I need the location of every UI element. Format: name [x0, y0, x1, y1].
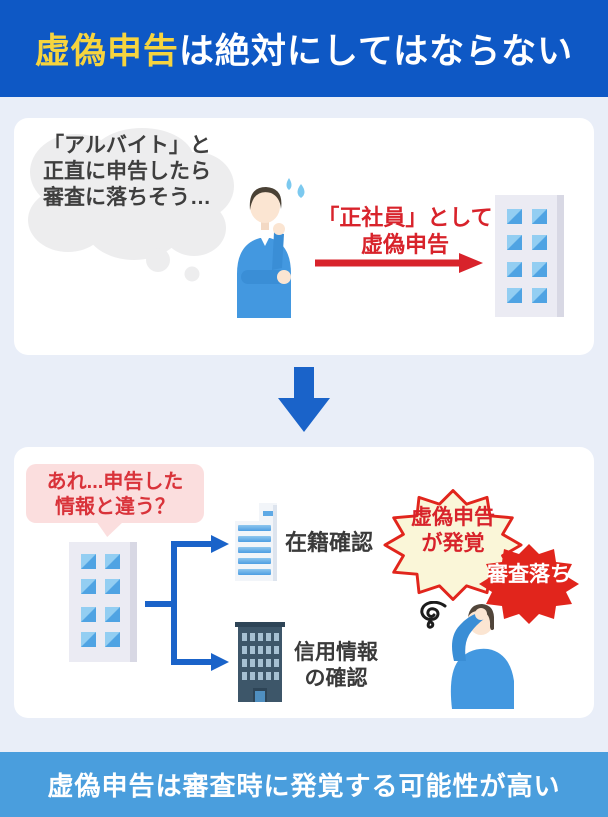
- employment-check-label: 在籍確認: [285, 530, 374, 555]
- thought-line: 「アルバイト」と: [43, 134, 211, 157]
- thought-text: 「アルバイト」と 正直に申告したら 審査に落ちそう…: [32, 133, 222, 211]
- burst-discovered-line: 虚偽申告: [411, 506, 495, 529]
- page-title-highlight: 虚偽申告: [34, 32, 179, 71]
- false-claim-line: 「正社員」として: [317, 205, 493, 230]
- burst-discovered-line: が発覚: [421, 532, 485, 555]
- down-arrow-icon: [278, 367, 330, 432]
- sweat-drops-icon: [286, 178, 305, 198]
- scene-discovery: あれ...申告した 情報と違う？: [14, 447, 594, 718]
- speech-bubble-tail: [96, 521, 124, 537]
- burst-rejected-icon: [479, 544, 579, 624]
- lender-speech-bubble: [26, 464, 204, 523]
- lender-speech-line: 情報と違う？: [55, 496, 175, 518]
- thinking-person-icon: [237, 187, 291, 318]
- document-icon: [235, 503, 277, 581]
- false-claim-text: 「正社員」として 虚偽申告: [310, 204, 500, 258]
- page-title: 虚偽申告は絶対にしてはならない: [35, 23, 573, 74]
- thought-line: 審査に落ちそう…: [43, 186, 211, 209]
- branch-arrows-icon: [145, 535, 229, 671]
- lender-speech-line: あれ...申告した: [46, 471, 184, 493]
- scene-false-declaration: 「アルバイト」と 正直に申告したら 審査に落ちそう… 「正社員」として 虚偽申告: [14, 118, 594, 355]
- page-title-rest: は絶対にしてはならない: [178, 32, 574, 71]
- dark-building-icon: [235, 622, 285, 702]
- lender-speech-text: あれ...申告した 情報と違う？: [26, 470, 204, 520]
- credit-check-line: 信用情報: [294, 641, 378, 664]
- office-building-icon: [495, 195, 564, 317]
- false-claim-line: 虚偽申告: [360, 232, 449, 257]
- worried-person-icon: [450, 604, 514, 709]
- burst-rejected-text: 審査落ち: [487, 563, 571, 586]
- office-building-icon: [69, 542, 137, 662]
- confusion-squiggle-icon: [420, 601, 447, 629]
- thought-cloud-icon: [28, 128, 234, 282]
- false-claim-arrow-icon: [315, 253, 483, 273]
- burst-discovered-icon: [383, 489, 523, 601]
- header-band: 虚偽申告は絶対にしてはならない: [0, 0, 608, 97]
- credit-check-label: 信用情報 の確認: [276, 640, 396, 692]
- burst-discovered-text: 虚偽申告 が発覚: [383, 505, 523, 557]
- footer-text: 虚偽申告は審査時に発覚する可能性が高い: [47, 771, 561, 801]
- credit-check-line: の確認: [304, 667, 368, 690]
- thought-line: 正直に申告したら: [43, 160, 211, 183]
- footer-band: 虚偽申告は審査時に発覚する可能性が高い: [0, 752, 608, 817]
